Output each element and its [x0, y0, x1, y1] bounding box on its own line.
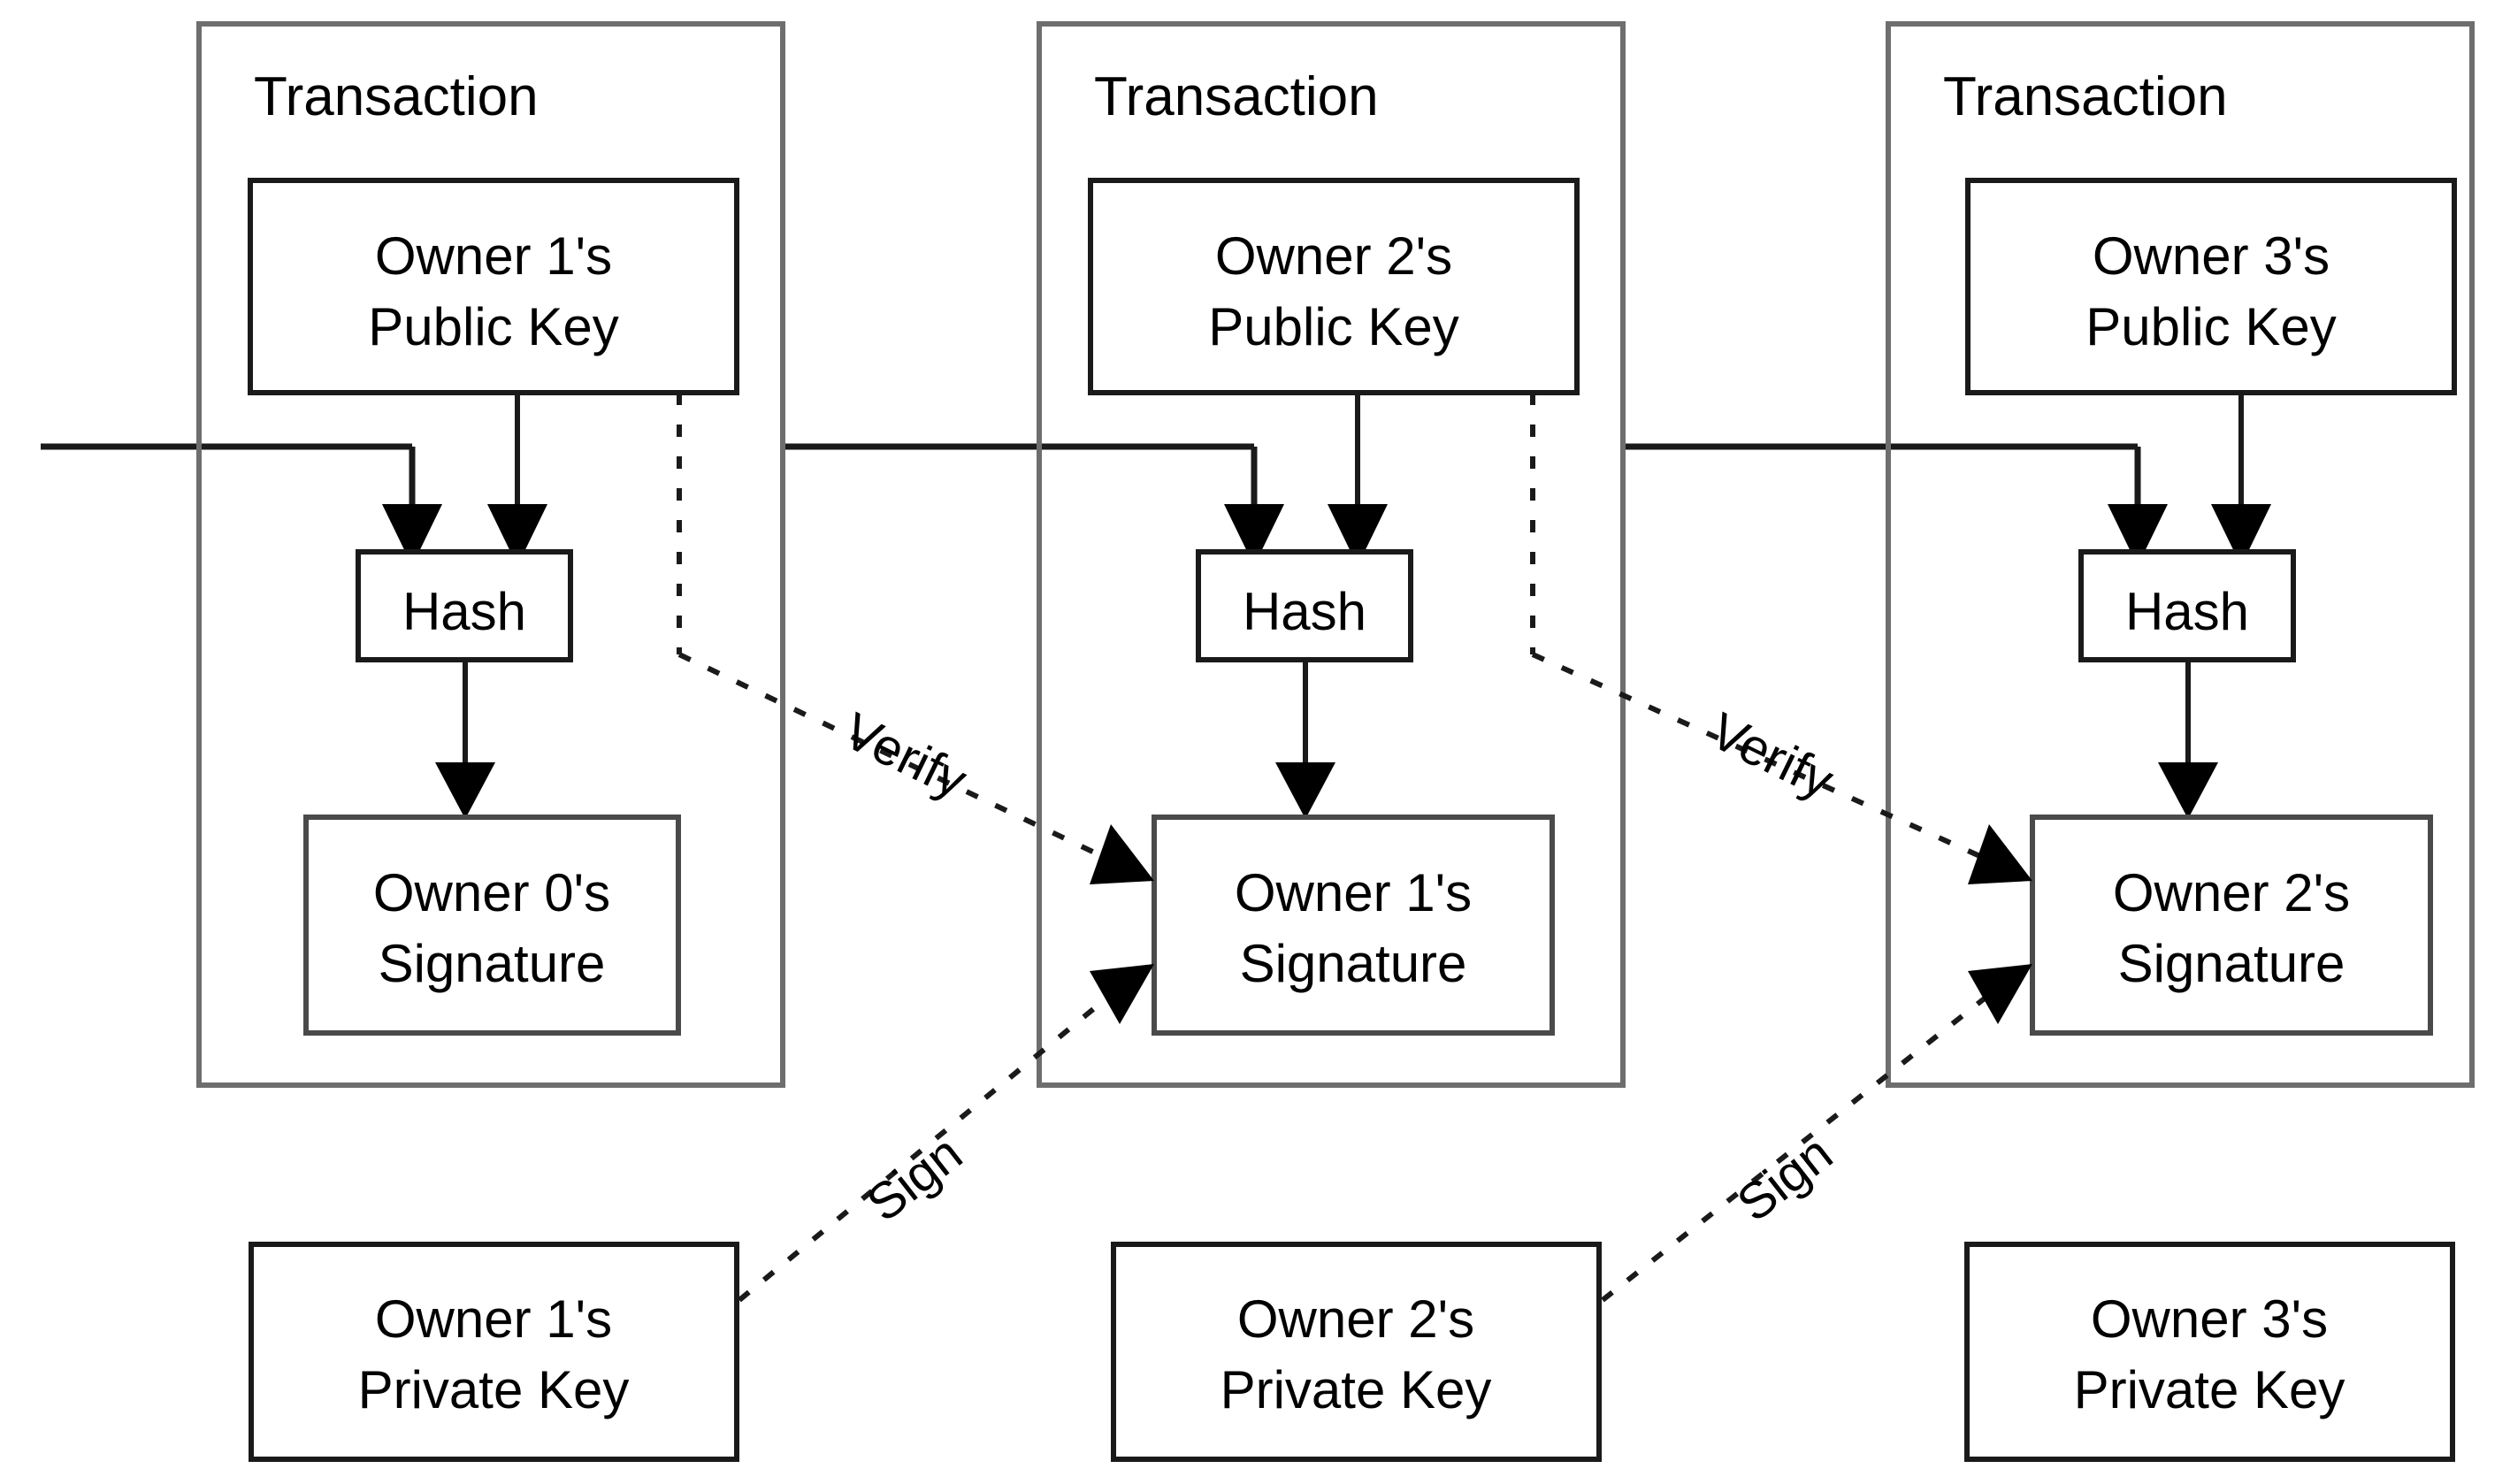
- tx1-private-key-label-line1: Owner 1's: [375, 1289, 612, 1349]
- tx1-public-key-label-line2: Public Key: [368, 297, 618, 356]
- verify-edge-1-label: Verify: [835, 701, 976, 809]
- tx2-chain-to-hash-arrow: [1224, 504, 1284, 566]
- tx1-signature-box[interactable]: [303, 815, 681, 1036]
- tx2-hash-label: Hash: [1243, 582, 1366, 641]
- tx3-hash-label: Hash: [2125, 582, 2249, 641]
- tx1-hash-label: Hash: [402, 582, 526, 641]
- tx3-signature-label-line2: Signature: [2118, 934, 2345, 993]
- transaction-2-group[interactable]: Transaction Owner 2's Public Key Hash Ow…: [1037, 21, 1626, 1088]
- transaction-1-group[interactable]: Transaction Owner 1's Public Key Hash Ow…: [196, 21, 785, 1088]
- tx2-public-key-label-line2: Public Key: [1208, 297, 1458, 356]
- tx1-private-key-label-line2: Private Key: [358, 1360, 630, 1419]
- transaction-3-group[interactable]: Transaction Owner 3's Public Key Hash Ow…: [1886, 21, 2475, 1088]
- chain-connector-lines: [41, 443, 2141, 504]
- sign-edge-1-group[interactable]: Sign: [738, 964, 1154, 1303]
- tx3-private-key-label-line2: Private Key: [2074, 1360, 2345, 1419]
- verify-edge-1-group[interactable]: Verify: [677, 393, 1154, 884]
- tx3-public-key-label-line1: Owner 3's: [2093, 226, 2330, 286]
- verify-edge-2-group[interactable]: Verify: [1530, 393, 2032, 884]
- tx1-pubkey-to-hash-arrow: [487, 504, 547, 566]
- tx3-chain-to-hash-arrow: [2108, 504, 2168, 566]
- transaction-3-title: Transaction: [1943, 66, 2228, 127]
- tx3-public-key-box[interactable]: [1965, 178, 2457, 395]
- tx1-private-key-box[interactable]: [249, 1242, 739, 1462]
- sign-edge-2-label: Sign: [1726, 1124, 1843, 1233]
- tx2-public-key-box[interactable]: [1088, 178, 1580, 395]
- tx3-hash-box[interactable]: [2078, 549, 2296, 662]
- transaction-1-frame[interactable]: [196, 21, 785, 1088]
- tx3-hash-to-sig-arrow: [2158, 762, 2218, 819]
- tx1-chain-to-hash-arrow: [382, 504, 442, 566]
- tx3-signature-box[interactable]: [2030, 815, 2433, 1036]
- tx1-signature-label-line2: Signature: [379, 934, 606, 993]
- tx3-private-key-box[interactable]: [1964, 1242, 2455, 1462]
- transaction-1-title: Transaction: [254, 66, 539, 127]
- sign-edge-2-arrow: [1968, 964, 2032, 1024]
- tx2-private-key-box[interactable]: [1111, 1242, 1602, 1462]
- tx2-hash-box[interactable]: [1196, 549, 1413, 662]
- sign-edge-1-arrow: [1090, 964, 1154, 1024]
- tx2-private-key-label-line2: Private Key: [1221, 1360, 1492, 1419]
- verify-edge-1-diagonal: [677, 652, 1107, 861]
- verify-edge-2-label: Verify: [1702, 701, 1842, 809]
- tx3-pubkey-to-hash-arrow: [2211, 504, 2271, 566]
- tx2-signature-box[interactable]: [1152, 815, 1555, 1036]
- tx1-public-key-label-line1: Owner 1's: [375, 226, 612, 286]
- tx1-signature-label-line1: Owner 0's: [373, 863, 610, 922]
- tx2-pubkey-to-hash-arrow: [1328, 504, 1388, 566]
- tx3-public-key-label-line2: Public Key: [2085, 297, 2336, 356]
- tx3-private-key-label-line1: Owner 3's: [2091, 1289, 2328, 1349]
- transaction-3-frame[interactable]: [1886, 21, 2475, 1088]
- transaction-2-frame[interactable]: [1037, 21, 1626, 1088]
- tx1-hash-to-sig-arrow: [435, 762, 495, 819]
- tx2-hash-to-sig-arrow: [1275, 762, 1335, 819]
- tx1-hash-box[interactable]: [356, 549, 573, 662]
- tx3-signature-label-line1: Owner 2's: [2113, 863, 2350, 922]
- tx1-public-key-box[interactable]: [248, 178, 739, 395]
- tx2-private-key-label-line1: Owner 2's: [1237, 1289, 1474, 1349]
- tx2-public-key-label-line1: Owner 2's: [1215, 226, 1452, 286]
- verify-edge-2-arrow: [1968, 824, 2032, 884]
- sign-edge-1-label: Sign: [856, 1124, 973, 1233]
- tx2-signature-label-line2: Signature: [1240, 934, 1467, 993]
- transaction-2-title: Transaction: [1094, 66, 1379, 127]
- verify-edge-1-arrow: [1090, 824, 1154, 884]
- tx2-signature-label-line1: Owner 1's: [1235, 863, 1472, 922]
- private-key-row: Owner 1's Private Key Owner 2's Private …: [249, 1242, 2455, 1462]
